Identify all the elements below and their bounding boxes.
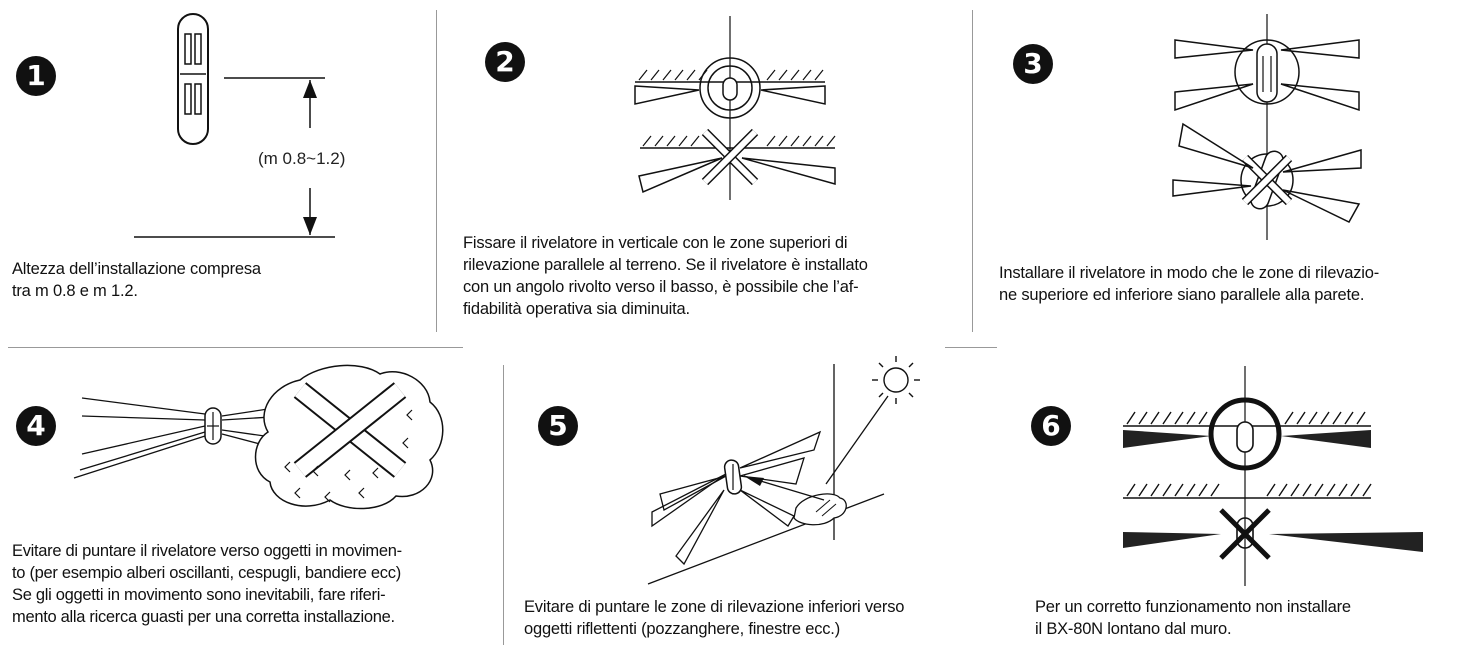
step-1-height-diagram: [134, 13, 335, 238]
step-6-wall-distance-diagram: [1123, 366, 1423, 586]
step-1-dimension-label: (m 0.8~1.2): [258, 149, 345, 168]
step-4-number: 4: [16, 406, 56, 446]
step-4-panel: 4 Evitare di puntare il rivelatore verso…: [0, 350, 503, 646]
vertical-divider-3: [503, 365, 504, 645]
step-1-caption: Altezza dell’installazione compresa tra …: [12, 260, 261, 300]
step-6-number: 6: [1031, 406, 1071, 446]
vertical-divider-2: [972, 10, 973, 332]
step-2-panel: 2: [437, 0, 972, 340]
step-3-number: 3: [1013, 44, 1053, 84]
step-5-panel: 5 Evitare di puntare le zone: [504, 350, 1004, 646]
step-6-caption: Per un corretto funzionamento non instal…: [1035, 598, 1351, 638]
step-3-detection-diagram: [1172, 14, 1362, 240]
horizontal-divider-left: [8, 347, 463, 348]
step-2-caption: Fissare il rivelatore in verticale con l…: [463, 234, 868, 318]
step-4-moving-objects-diagram: [73, 364, 444, 510]
step-2-number: 2: [485, 42, 525, 82]
step-6-panel: 6: [1005, 350, 1461, 646]
horizontal-divider-right: [945, 347, 997, 348]
step-1-dimension-svg: (m 0.8~1.2): [258, 149, 345, 168]
step-5-reflective-objects-diagram: [647, 356, 920, 585]
step-2-detection-diagram: [634, 16, 836, 200]
step-3-panel: 3 Installare il rivelatore in modo che l…: [973, 0, 1461, 340]
step-3-caption: Installare il rivelatore in modo che le …: [999, 264, 1380, 304]
step-4-caption: Evitare di puntare il rivelatore verso o…: [12, 542, 402, 626]
step-5-number: 5: [538, 406, 578, 446]
step-1-panel: 1 (m 0.8~1.2) Altezza dell’installazione…: [0, 0, 436, 340]
step-5-caption: Evitare di puntare le zone di rilevazion…: [524, 598, 905, 638]
step-1-number: 1: [16, 56, 56, 96]
vertical-divider-1: [436, 10, 437, 332]
